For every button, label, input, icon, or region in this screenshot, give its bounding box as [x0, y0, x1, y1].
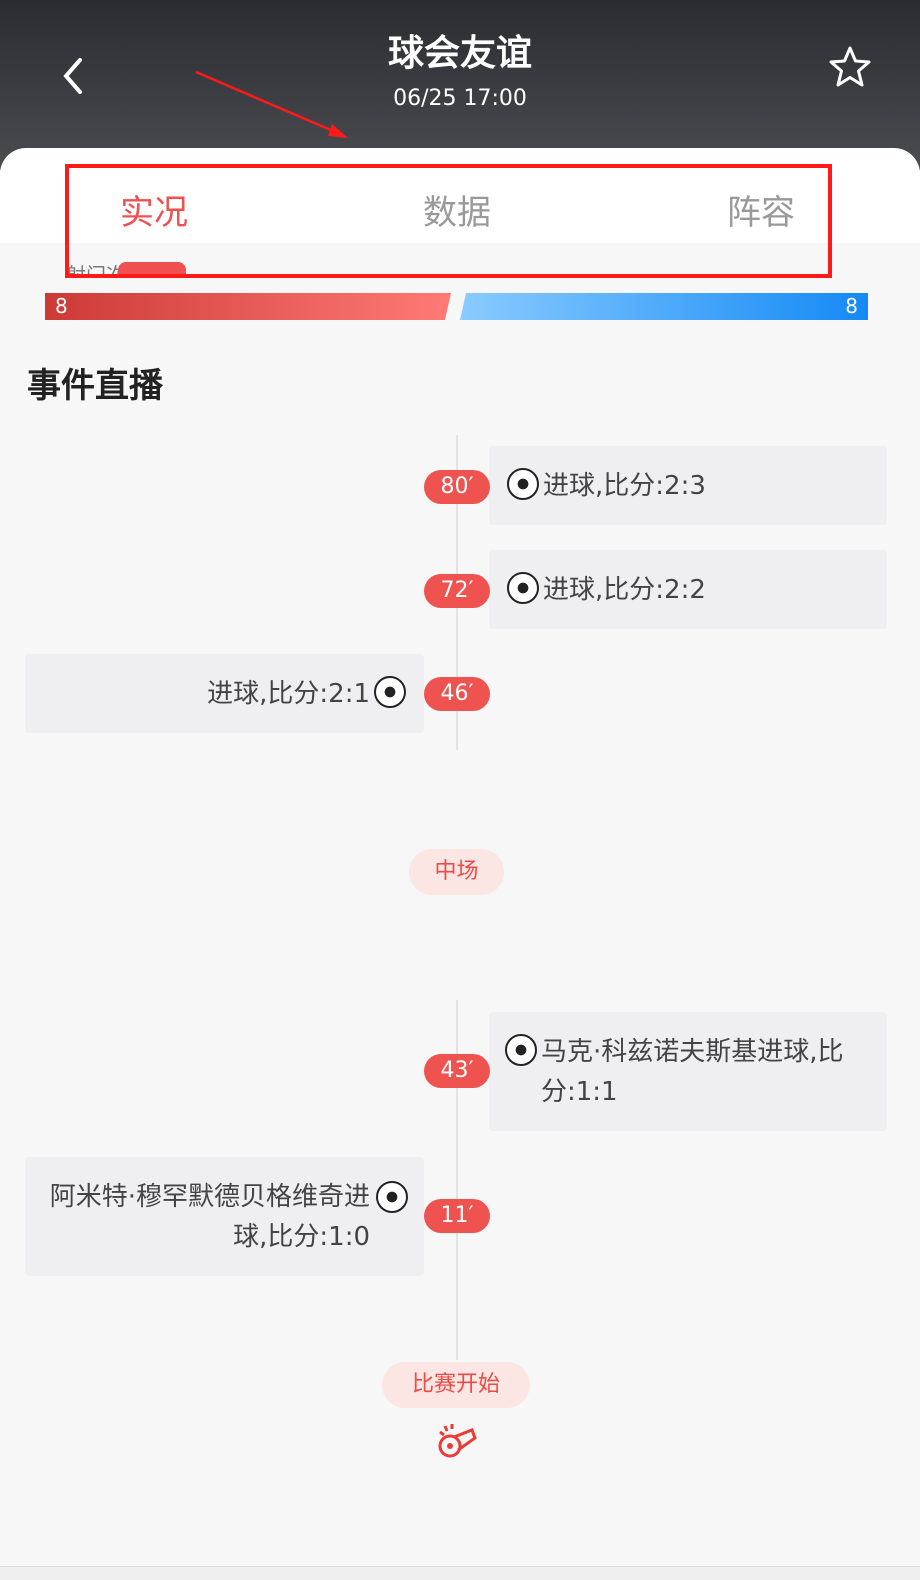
- back-icon[interactable]: [54, 56, 94, 96]
- tab-live[interactable]: 实况: [120, 193, 188, 233]
- tab-lineup[interactable]: 阵容: [727, 193, 795, 233]
- event-card: 进球,比分:2:2: [489, 550, 887, 629]
- event-text: 马克·科兹诺夫斯基进球,比分:1:1: [541, 1037, 844, 1107]
- kickoff-marker: 比赛开始: [382, 1362, 530, 1408]
- bottom-bar: [0, 1566, 920, 1580]
- home-stat-bar: 8: [45, 293, 451, 320]
- event-text: 进球,比分:2:1: [207, 679, 370, 709]
- event-card: 马克·科兹诺夫斯基进球,比分:1:1: [489, 1012, 887, 1131]
- soccer-ball-icon: [505, 1034, 537, 1066]
- event-minute: 46′: [424, 677, 490, 711]
- event-minute: 43′: [424, 1054, 490, 1088]
- annotation-arrow-icon: [195, 70, 348, 138]
- soccer-ball-icon: [507, 468, 539, 500]
- favorite-star-icon[interactable]: [826, 44, 874, 92]
- section-title: 事件直播: [27, 366, 163, 406]
- soccer-ball-icon: [374, 676, 406, 708]
- soccer-ball-icon: [507, 572, 539, 604]
- event-card: 进球,比分:2:1: [25, 654, 424, 733]
- match-datetime: 06/25 17:00: [393, 86, 527, 111]
- tab-card: [0, 148, 920, 243]
- active-tab-indicator: [118, 262, 186, 276]
- event-minute: 72′: [424, 574, 490, 608]
- timeline-line: [456, 1000, 458, 1360]
- tab-data[interactable]: 数据: [423, 193, 491, 233]
- soccer-ball-icon: [376, 1181, 408, 1213]
- event-minute: 11′: [424, 1199, 490, 1233]
- annotation-highlight-box: [65, 164, 832, 278]
- event-card: 进球,比分:2:3: [489, 446, 887, 525]
- event-card: 阿米特·穆罕默德贝格维奇进球,比分:1:0: [25, 1157, 424, 1276]
- match-title: 球会友谊: [387, 33, 532, 74]
- event-minute: 80′: [424, 470, 490, 504]
- whistle-icon: [438, 1424, 477, 1458]
- match-header: 球会友谊 06/25 17:00: [0, 0, 920, 170]
- event-text: 进球,比分:2:2: [543, 575, 706, 605]
- halftime-marker: 中场: [409, 849, 504, 895]
- away-stat-bar: 8: [460, 293, 868, 320]
- event-text: 阿米特·穆罕默德贝格维奇进球,比分:1:0: [49, 1182, 370, 1252]
- event-text: 进球,比分:2:3: [543, 471, 706, 501]
